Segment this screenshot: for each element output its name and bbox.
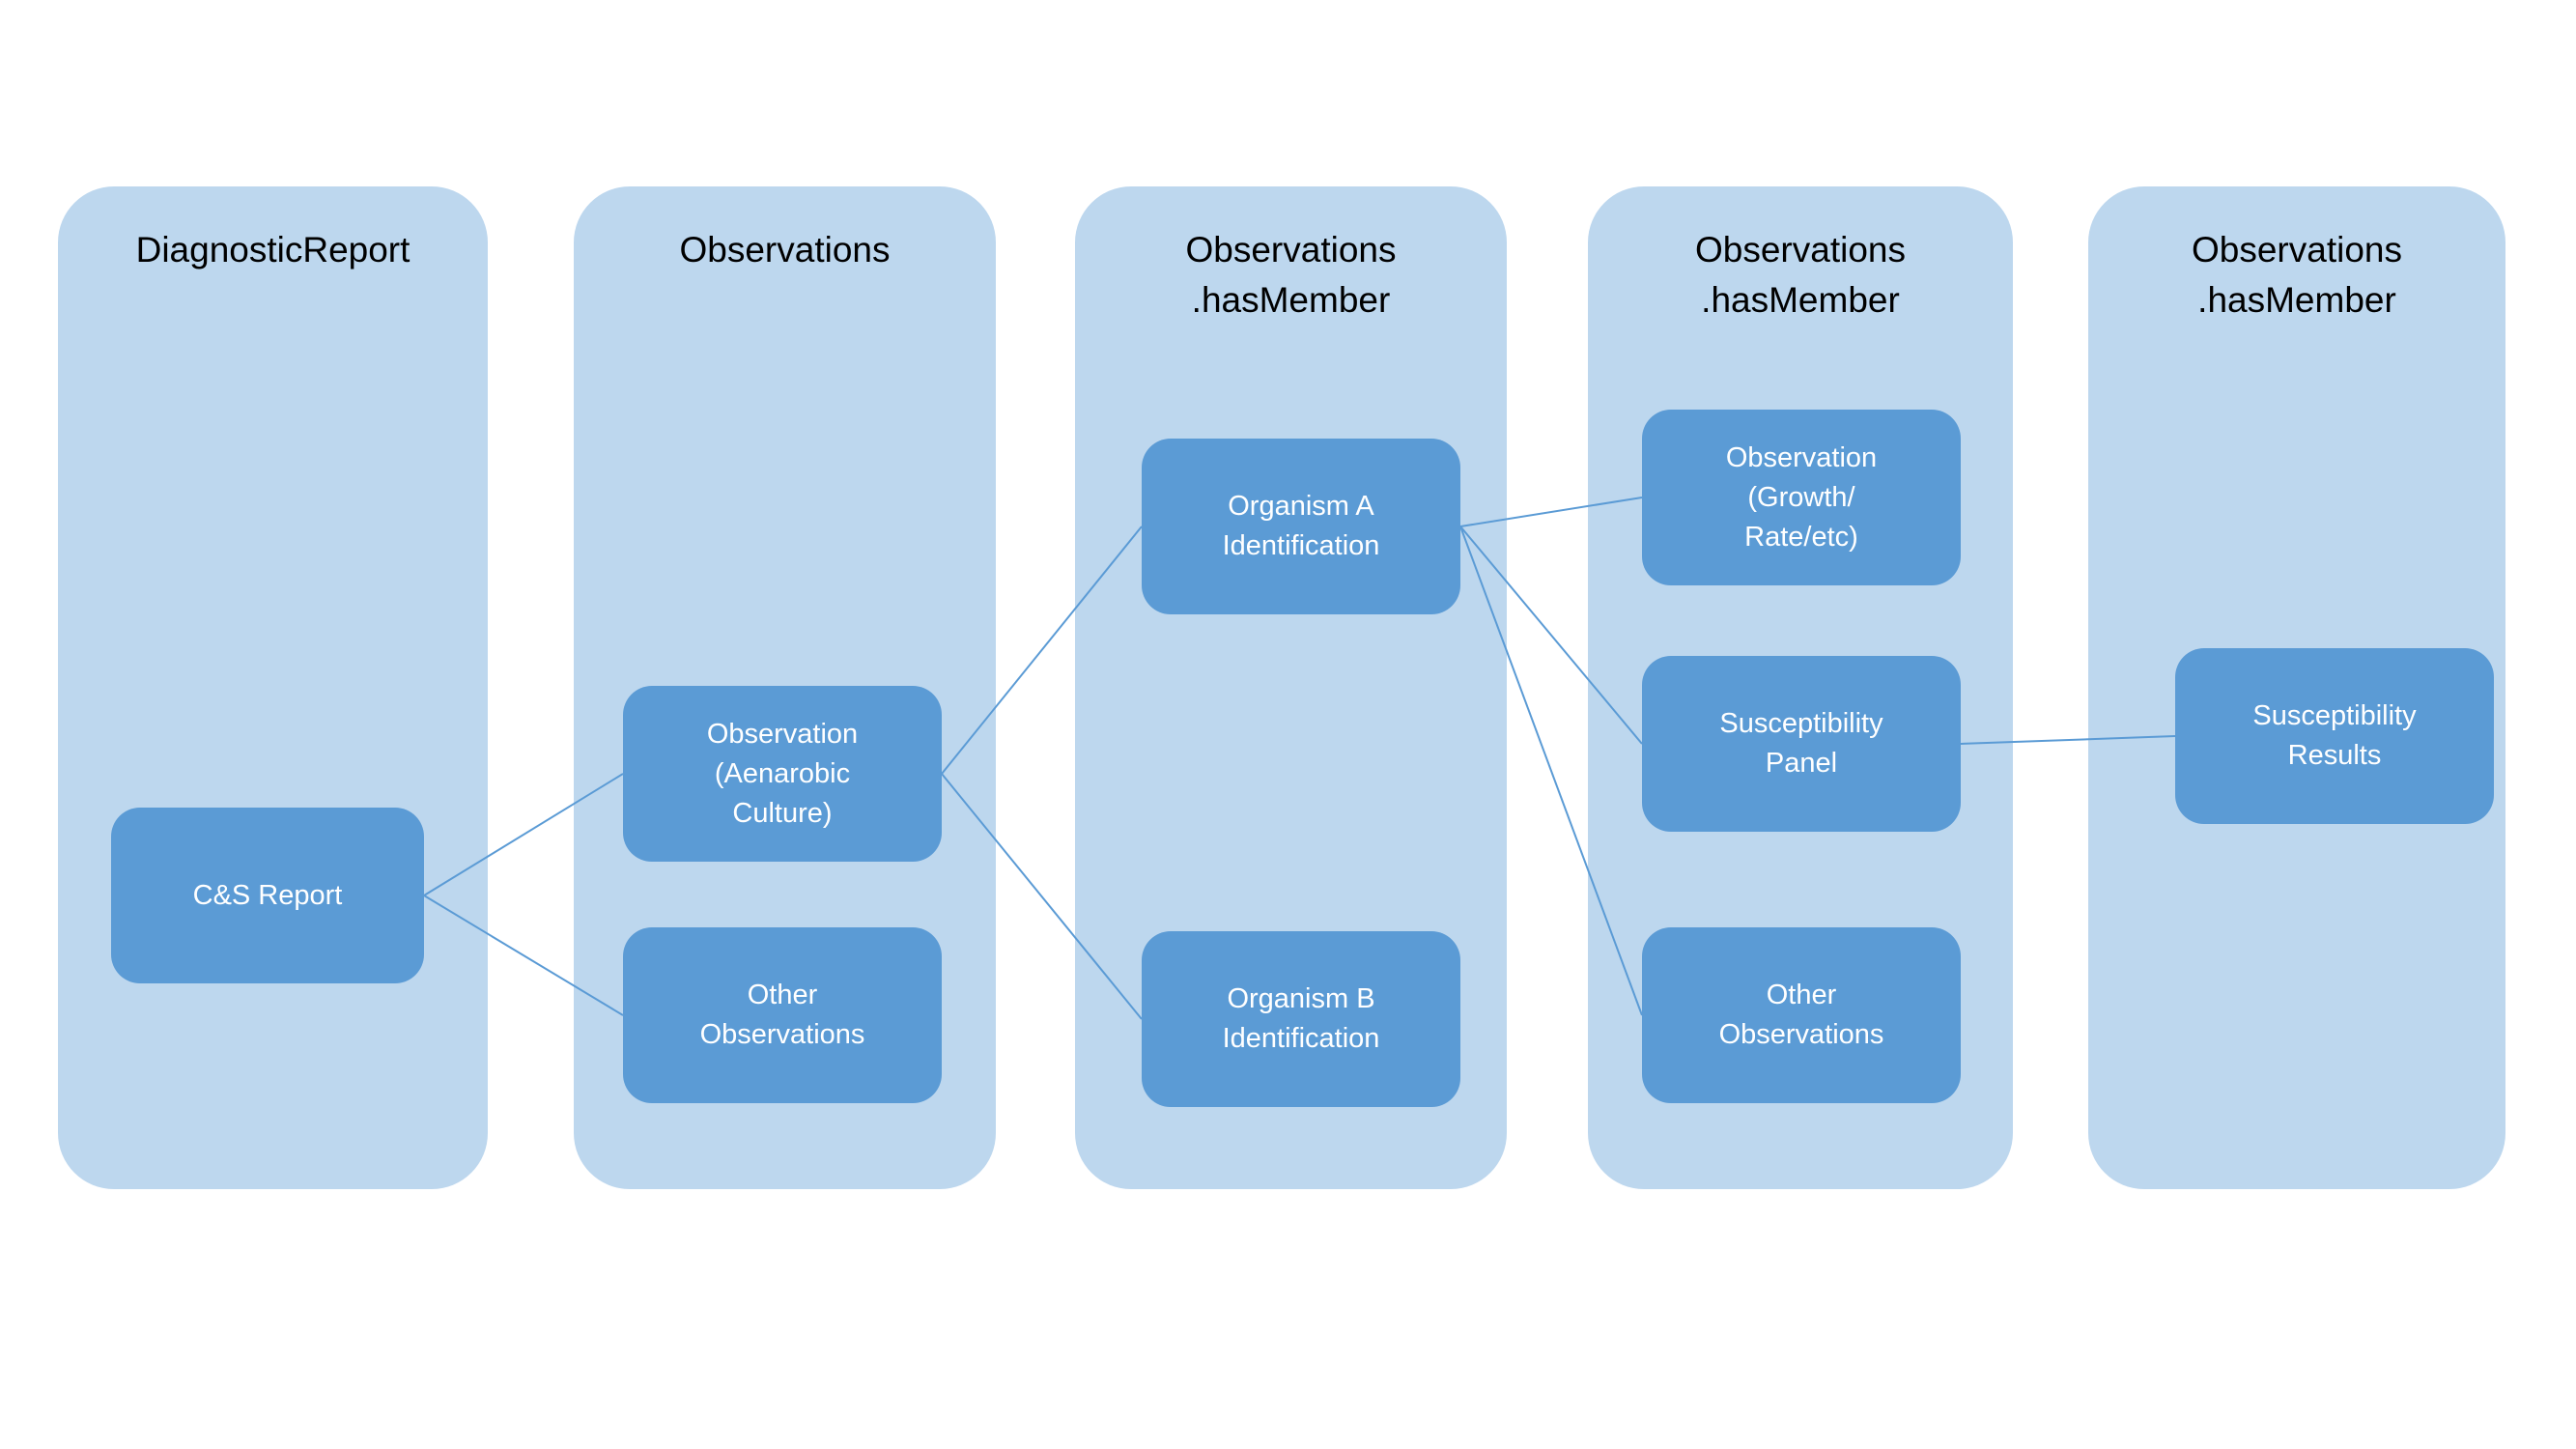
column-subtitle: .hasMember xyxy=(1191,280,1391,320)
connector-cs-report-to-other-1 xyxy=(423,895,624,1016)
connector-organism-a-to-growth xyxy=(1459,497,1643,527)
column-title: Observations xyxy=(1185,230,1397,270)
node-other-observations-1: Other Observations xyxy=(623,927,942,1103)
connector-cs-report-to-aenarobic xyxy=(423,773,624,896)
node-observation-aenarobic: Observation (Aenarobic Culture) xyxy=(623,686,942,862)
node-organism-b-identification: Organism B Identification xyxy=(1142,931,1460,1107)
connector-panel-to-results xyxy=(1960,735,2176,745)
column-subtitle: .hasMember xyxy=(2197,280,2396,320)
column-title: Observations xyxy=(2192,230,2402,270)
node-cs-report: C&S Report xyxy=(111,808,424,983)
column-diagnostic-report: DiagnosticReport xyxy=(58,186,488,1189)
column-title: Observations xyxy=(1695,230,1906,270)
connector-aenarobic-to-organism-b xyxy=(941,773,1143,1020)
node-susceptibility-results: Susceptibility Results xyxy=(2175,648,2494,824)
column-title: Observations xyxy=(679,230,891,270)
column-title: DiagnosticReport xyxy=(135,230,410,270)
node-observation-growth-rate: Observation (Growth/ Rate/etc) xyxy=(1642,410,1961,585)
node-other-observations-2: Other Observations xyxy=(1642,927,1961,1103)
connector-aenarobic-to-organism-a xyxy=(941,526,1143,775)
column-subtitle: .hasMember xyxy=(1701,280,1900,320)
connector-organism-a-to-panel xyxy=(1459,526,1643,745)
node-susceptibility-panel: Susceptibility Panel xyxy=(1642,656,1961,832)
connector-organism-a-to-other-2 xyxy=(1459,526,1643,1016)
node-organism-a-identification: Organism A Identification xyxy=(1142,439,1460,614)
